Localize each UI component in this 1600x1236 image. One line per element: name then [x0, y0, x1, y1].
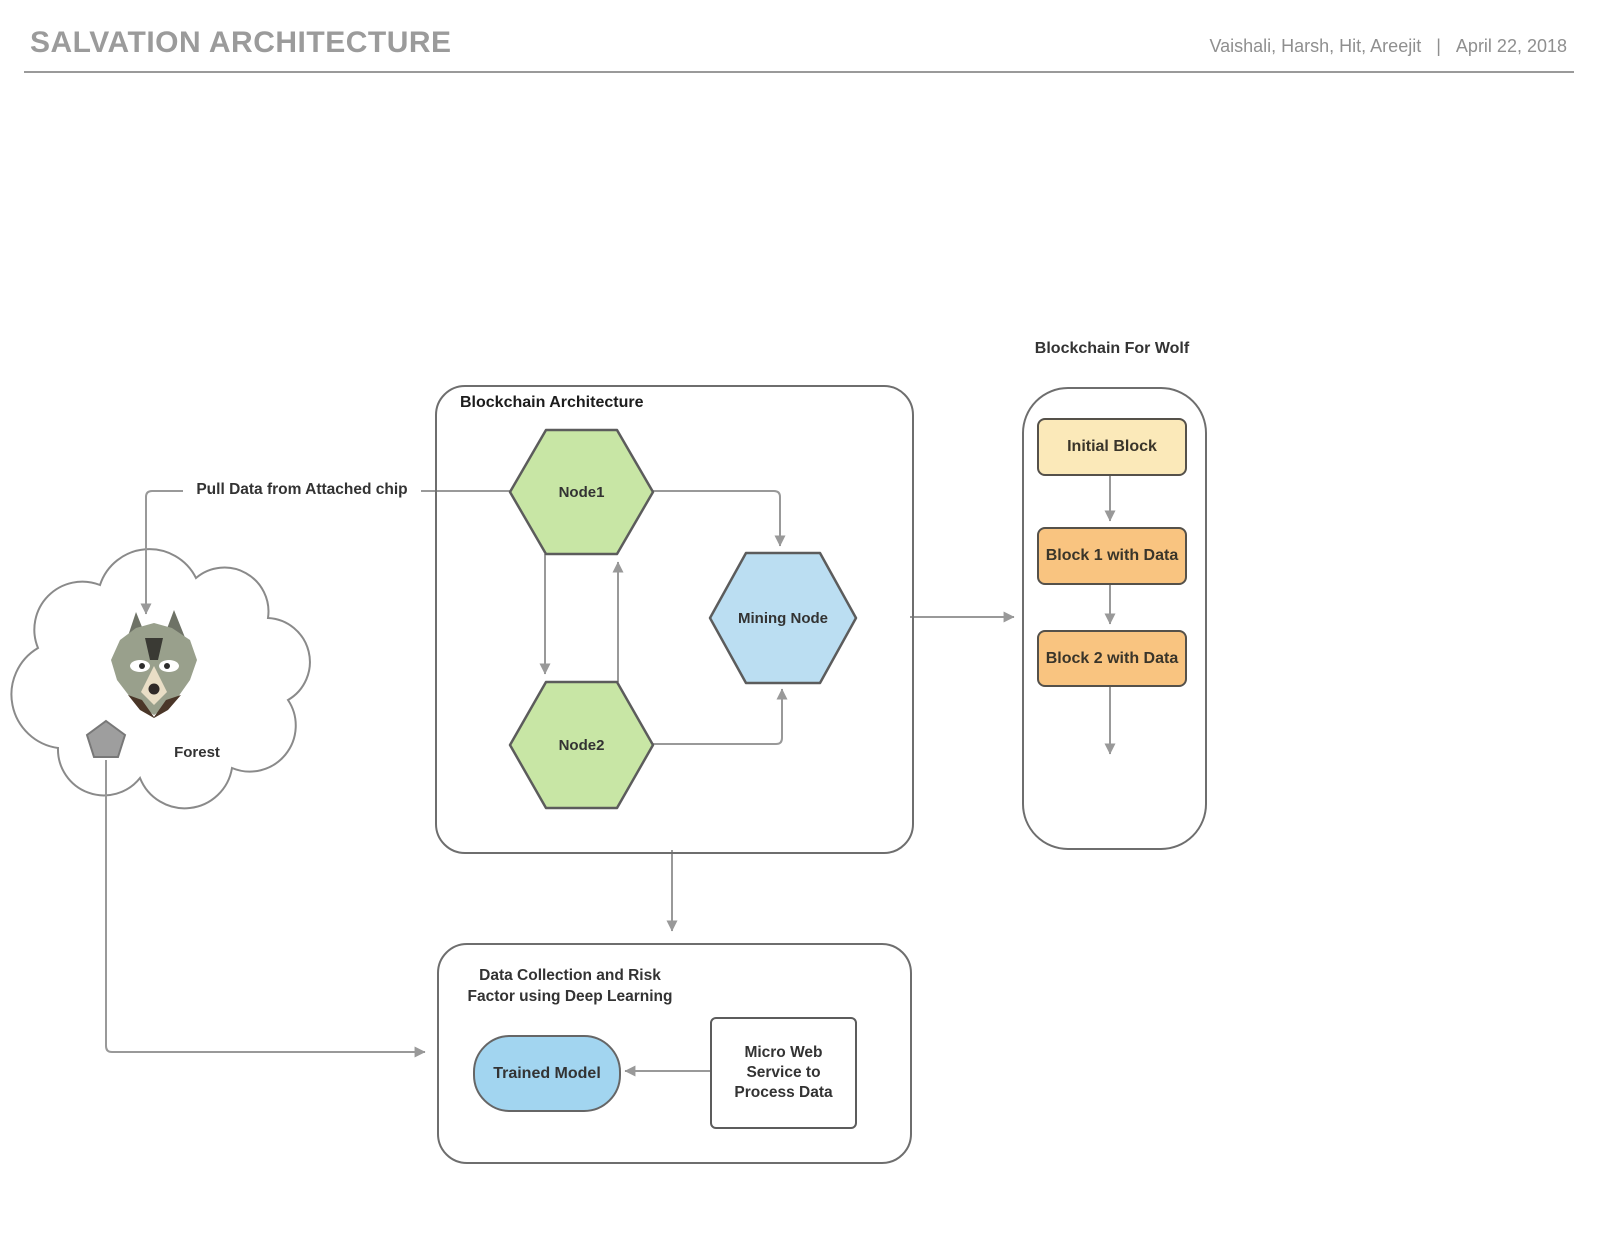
blockchain-for-wolf-title: Blockchain For Wolf: [1034, 340, 1190, 357]
blockchain-architecture-panel: [435, 385, 914, 854]
pentagon-chip-icon: [85, 719, 127, 758]
edge-chip-to-datacollection: [105, 760, 426, 1058]
node1-label: Node1: [558, 483, 605, 501]
data-collection-panel: [437, 943, 912, 1164]
page-title: SALVATION ARCHITECTURE: [30, 26, 452, 59]
date: April 22, 2018: [1455, 36, 1567, 56]
connectors: [105, 472, 1116, 1077]
pull-data-edge-label: Pull Data from Attached chip: [183, 478, 421, 502]
header-rule: [24, 71, 1574, 73]
authors: Vaishali, Harsh, Hit, Areejit: [1209, 36, 1422, 56]
trained-model-node: Trained Model: [473, 1035, 621, 1112]
node1-hexagon: [508, 428, 655, 556]
micro-web-service-node: Micro Web Service to Process Data: [710, 1017, 857, 1129]
mining-node-label: Mining Node: [738, 609, 828, 627]
block-2-with-data: Block 2 with Data: [1037, 630, 1187, 687]
meta-divider: |: [1436, 36, 1441, 56]
edge-node1-to-forest: [140, 490, 510, 615]
mining-node-hexagon: [708, 551, 858, 685]
header-meta: Vaishali, Harsh, Hit, Areejit | April 22…: [1204, 36, 1572, 57]
blockchain-architecture-title: Blockchain Architecture: [460, 394, 644, 411]
edge-node1-to-mining: [653, 490, 786, 547]
blockchain-for-wolf-panel: [1022, 387, 1207, 850]
node2-label: Node2: [558, 736, 605, 754]
data-collection-title: Data Collection and Risk Factor using De…: [467, 967, 673, 1005]
edge-node2-to-mining: [653, 688, 788, 745]
node2-hexagon: [508, 680, 655, 810]
initial-block: Initial Block: [1037, 418, 1187, 476]
block-1-with-data: Block 1 with Data: [1037, 527, 1187, 585]
wolf-icon: [111, 610, 197, 718]
forest-label: Forest: [174, 743, 220, 761]
